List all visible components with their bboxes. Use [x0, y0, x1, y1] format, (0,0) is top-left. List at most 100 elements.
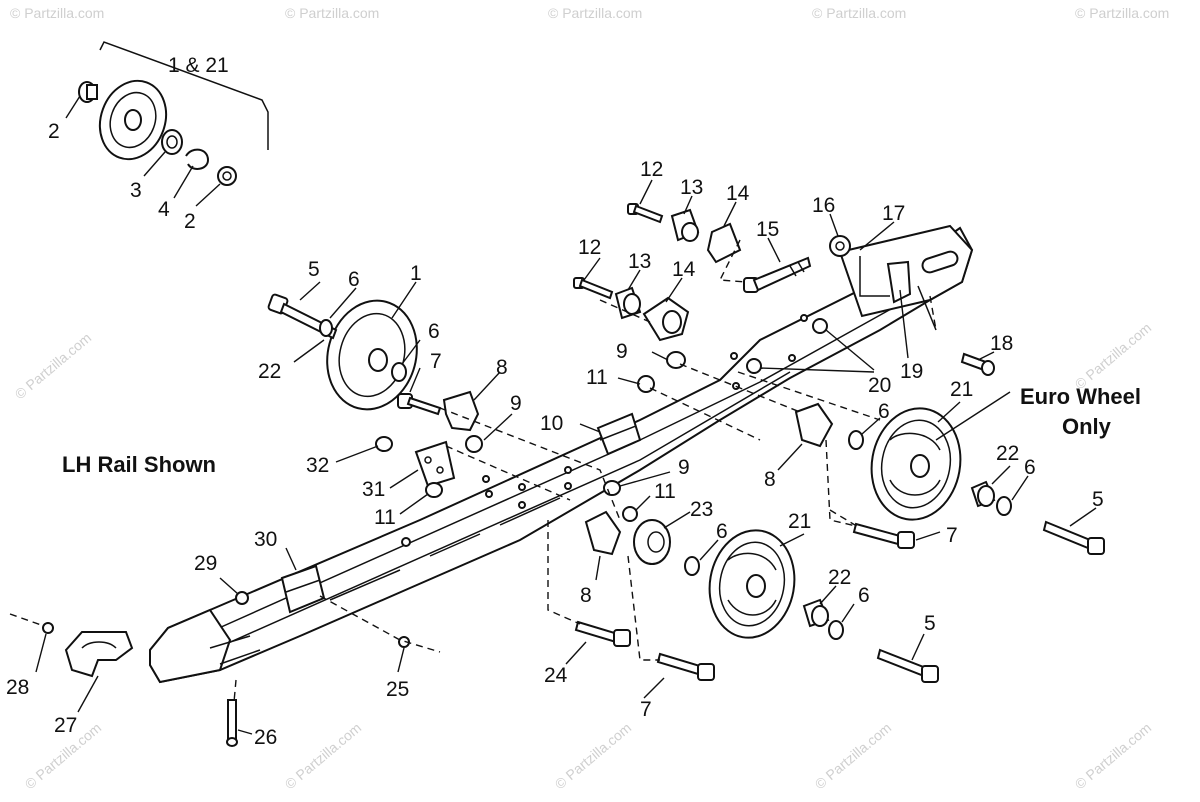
callout-11c: 11 — [654, 480, 676, 503]
bolt-7-lower — [656, 652, 715, 681]
callout-6: 6 — [348, 268, 360, 291]
bracket-8-rear — [794, 402, 834, 448]
rail-side-note: LH Rail Shown — [62, 452, 216, 477]
nut-32 — [375, 436, 393, 452]
spacer-22-euro — [970, 480, 996, 508]
callout-21b: 21 — [788, 510, 811, 533]
euro-wheel-note-line1: Euro Wheel — [1020, 384, 1141, 409]
callout-8: 8 — [496, 356, 508, 379]
nut-11 — [425, 482, 443, 498]
euro-wheel-21 — [870, 407, 962, 521]
snap-ring-4 — [185, 148, 210, 170]
washer-6 — [319, 319, 333, 337]
callout-13b: 13 — [628, 250, 651, 273]
watermark-text: © Partzilla.com — [552, 719, 635, 792]
screw-28 — [42, 622, 54, 634]
rail-surface-lines — [329, 497, 561, 601]
callout-13: 13 — [680, 176, 703, 199]
callout-6e: 6 — [716, 520, 728, 543]
callout-23: 23 — [690, 498, 713, 521]
rivet-29 — [235, 591, 249, 605]
callout-9: 9 — [510, 392, 522, 415]
wear-slider-27 — [64, 631, 134, 678]
bolt-15 — [743, 256, 812, 293]
callout-12b: 12 — [578, 236, 601, 259]
leader-line — [195, 183, 221, 207]
nut-16 — [829, 235, 851, 257]
callout-22: 22 — [258, 360, 281, 383]
spacer-13-lower — [614, 286, 642, 320]
callout-20: 20 — [868, 374, 891, 397]
callout-31: 31 — [362, 478, 385, 501]
leader-lines — [35, 179, 1097, 735]
watermark-text: © Partzilla.com — [812, 719, 895, 792]
callout-15: 15 — [756, 218, 779, 241]
callout-3: 3 — [130, 179, 142, 202]
nut-11c — [622, 506, 638, 522]
idler-wheel-inset — [65, 41, 269, 207]
callout-18: 18 — [990, 332, 1013, 355]
rail-inner-edge — [189, 371, 791, 661]
callout-30: 30 — [254, 528, 277, 551]
nut-9c — [603, 480, 621, 496]
spacer-22-lower — [802, 598, 830, 628]
watermark-text: © Partzilla.com — [12, 329, 95, 402]
callout-29: 29 — [194, 552, 217, 575]
watermark-text: © Partzilla.com — [548, 5, 642, 21]
callout-5: 5 — [308, 258, 320, 281]
washer-6f — [828, 620, 844, 640]
callout-25: 25 — [386, 678, 409, 701]
washer-6d — [996, 496, 1012, 516]
callout-26: 26 — [254, 726, 277, 749]
watermark-text: © Partzilla.com — [812, 5, 906, 21]
nut-20a — [812, 318, 828, 334]
callout-10: 10 — [540, 412, 563, 435]
callout-6c: 6 — [878, 400, 890, 423]
callout-8b: 8 — [764, 468, 776, 491]
assembly-lines — [9, 239, 1011, 703]
callout-5b: 5 — [1092, 488, 1104, 511]
bracket-8 — [442, 390, 480, 432]
bolt-7-rear — [852, 522, 915, 549]
callout-19: 19 — [900, 360, 923, 383]
cushion-14-upper — [706, 222, 742, 264]
washer-6b — [391, 362, 407, 382]
callout-7b: 7 — [946, 524, 958, 547]
rail-holes — [401, 314, 808, 547]
callout-32: 32 — [306, 454, 329, 477]
spacer-2-inset — [78, 81, 98, 103]
nut-11b — [637, 375, 655, 393]
watermark-text: © Partzilla.com — [282, 719, 365, 792]
callout-2: 2 — [48, 120, 60, 143]
inset-bracket — [99, 41, 269, 150]
bolt-12-upper — [627, 203, 664, 224]
wheel-21-lower — [708, 529, 796, 639]
bumper-10 — [596, 412, 642, 456]
bearing-3 — [161, 129, 183, 155]
watermark-text: © Partzilla.com — [1075, 5, 1169, 21]
washer-6e — [684, 556, 700, 576]
bolt-5-euro — [1042, 520, 1105, 555]
rail-edge — [209, 303, 901, 633]
bolt-26 — [226, 699, 238, 747]
nut-20b — [746, 358, 762, 374]
callout-11b: 11 — [374, 506, 396, 529]
bolt-12-lower — [573, 277, 614, 300]
callout-24: 24 — [544, 664, 568, 687]
bracket-17-outline — [859, 256, 890, 297]
nut-9 — [465, 435, 483, 453]
callout-6f: 6 — [858, 584, 870, 607]
callout-22b: 22 — [996, 442, 1019, 465]
pin-18 — [960, 352, 995, 376]
callout-2b: 2 — [184, 210, 196, 233]
leader-line — [143, 151, 166, 177]
callout-22c: 22 — [828, 566, 851, 589]
bolt-7 — [397, 393, 442, 416]
wheel-1-inset — [98, 79, 168, 161]
washer-6c — [848, 430, 864, 450]
euro-wheel-note-line2: Only — [1062, 414, 1112, 439]
plate-31 — [414, 440, 456, 488]
callout-17: 17 — [882, 202, 905, 225]
callout-21: 21 — [950, 378, 973, 401]
